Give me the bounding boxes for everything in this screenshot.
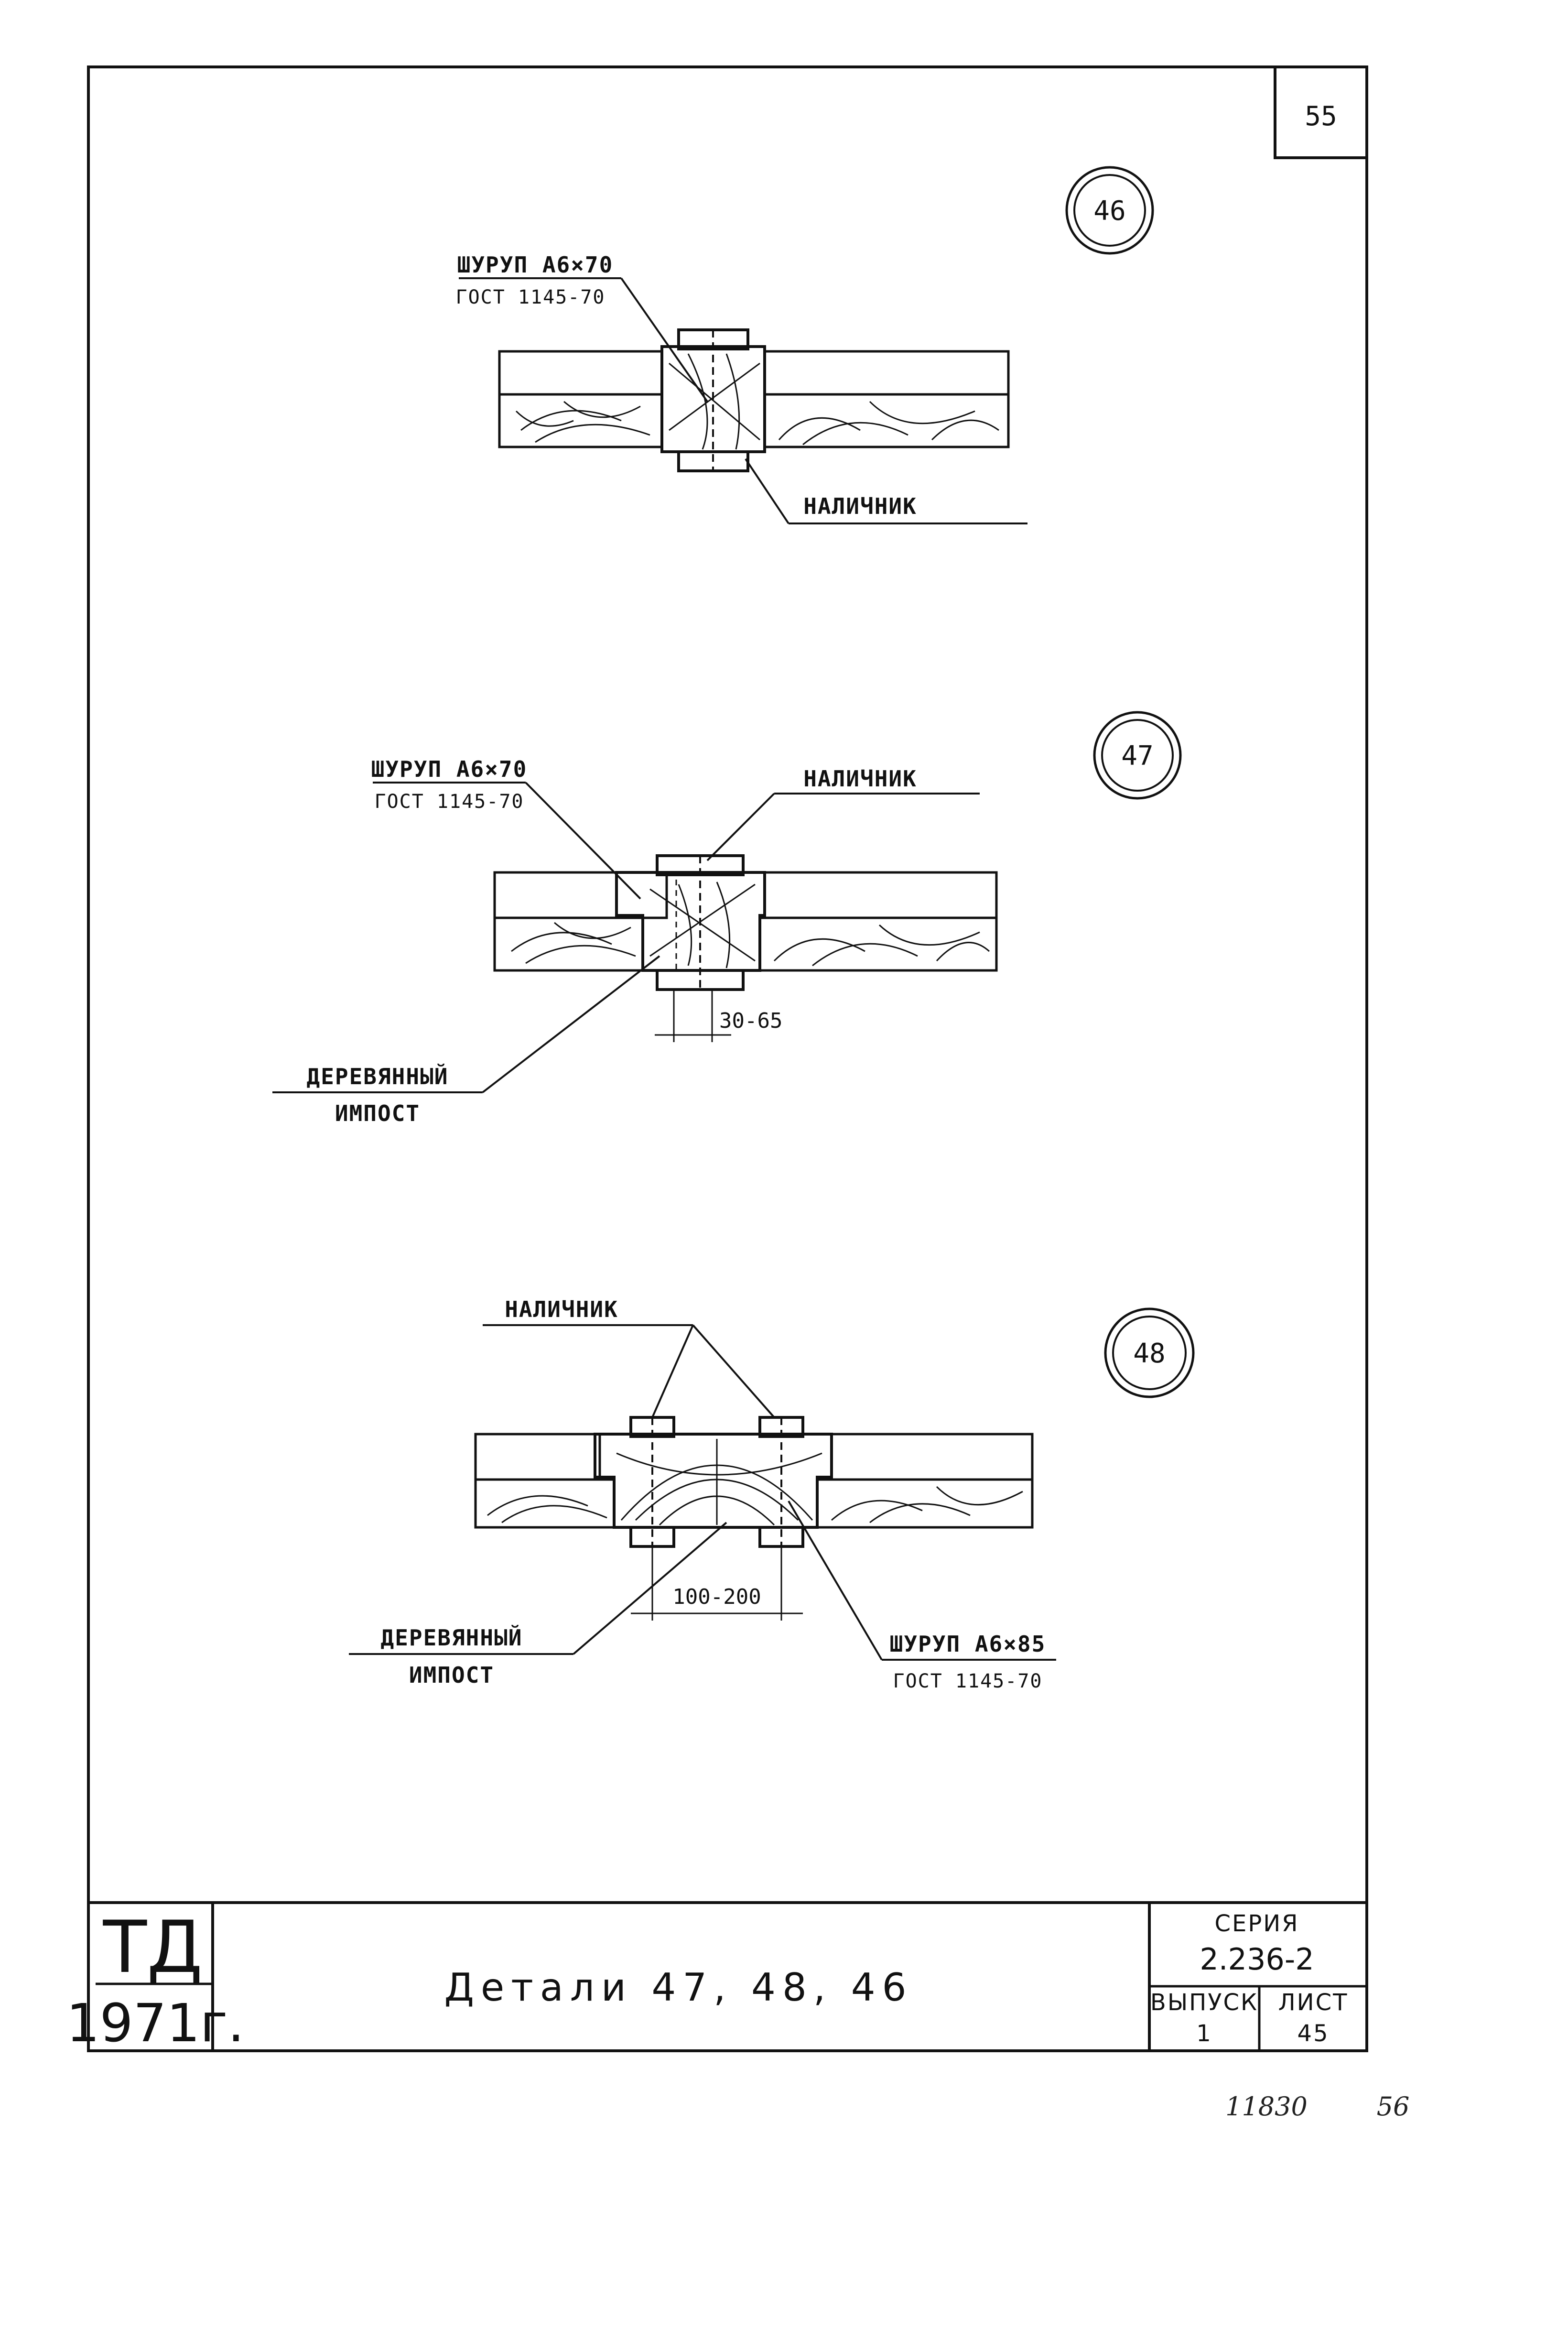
detail-47-mullion <box>615 854 766 991</box>
detail-48-marker: 48 <box>1104 1307 1195 1398</box>
detail-46-screw-gost: ГОСТ 1145-70 <box>456 286 606 308</box>
detail-47-mullion-callout: ДЕРЕВЯННЫЙ ИМПОСТ <box>272 955 660 1126</box>
page-number-box: 55 <box>1274 65 1368 159</box>
detail-48-mullion <box>594 1416 833 1548</box>
detail-47-screw-gost: ГОСТ 1145-70 <box>375 791 524 813</box>
org-mark: ТД <box>103 1906 203 1989</box>
detail-48-trim-callout: НАЛИЧНИК <box>483 1296 775 1418</box>
sheet-label: ЛИСТ <box>1278 1989 1349 2016</box>
detail-48-dimension: 100-200 <box>631 1546 803 1621</box>
drawing-title: Детали 47, 48, 46 <box>444 1965 913 2010</box>
detail-48-left-sash <box>474 1433 616 1529</box>
sheet-border <box>87 65 1368 2052</box>
detail-46-screw-label: ШУРУП А6×70 <box>457 252 614 278</box>
detail-47-screw-callout: ШУРУП А6×70 ГОСТ 1145-70 <box>371 756 641 900</box>
detail-48-right-sash <box>816 1433 1034 1529</box>
detail-46-right-sash <box>763 350 1010 448</box>
footer-page-mark: 56 <box>1377 2091 1410 2122</box>
detail-48-mullion-callout: ДЕРЕВЯННЫЙ ИМПОСТ <box>349 1522 727 1688</box>
detail-48-trim-label: НАЛИЧНИК <box>505 1296 618 1322</box>
detail-48-mullion-label-1: ДЕРЕВЯННЫЙ <box>381 1625 523 1651</box>
page-number: 55 <box>1305 101 1337 132</box>
series-label: СЕРИЯ <box>1214 1910 1299 1937</box>
detail-47-trim-callout: НАЛИЧНИК <box>706 766 980 861</box>
detail-47-right-sash <box>758 871 998 972</box>
detail-48-screw-label: ШУРУП А6×85 <box>890 1631 1046 1657</box>
issue-label: ВЫПУСК <box>1150 1989 1258 2016</box>
detail-47-dimension-value: 30-65 <box>719 1009 782 1033</box>
title-block: ТД 1971г. Детали 47, 48, 46 СЕРИЯ 2.236-… <box>66 1901 1367 2054</box>
detail-47-mullion-label-2: ИМПОСТ <box>335 1100 420 1126</box>
detail-47-number: 47 <box>1121 740 1153 772</box>
detail-46-trim-block <box>660 328 766 472</box>
detail-47-dimension: 30-65 <box>655 990 782 1042</box>
detail-47-mullion-label-1: ДЕРЕВЯННЫЙ <box>307 1064 449 1089</box>
detail-46: 46 ШУРУП А6×70 ГОСТ 1145-70 <box>456 166 1154 524</box>
year: 1971г. <box>66 1992 245 2054</box>
issue-value: 1 <box>1196 2020 1212 2047</box>
detail-47-marker: 47 <box>1093 711 1182 800</box>
detail-46-number: 46 <box>1093 196 1125 227</box>
series-value: 2.236-2 <box>1200 1942 1314 1977</box>
footer-archive-number: 11830 <box>1225 2091 1308 2122</box>
detail-46-screw-callout: ШУРУП А6×70 ГОСТ 1145-70 <box>456 252 708 403</box>
detail-48-mullion-label-2: ИМПОСТ <box>409 1662 494 1688</box>
detail-47: 47 30-65 ШУРУП А6×70 <box>272 711 1182 1126</box>
detail-48-screw-gost: ГОСТ 1145-70 <box>893 1670 1043 1692</box>
detail-48-screw-callout: ШУРУП А6×85 ГОСТ 1145-70 <box>788 1500 1056 1692</box>
detail-48-dimension-value: 100-200 <box>672 1585 761 1609</box>
detail-47-trim-label: НАЛИЧНИК <box>803 766 917 792</box>
detail-46-left-sash <box>498 350 663 448</box>
detail-46-trim-label: НАЛИЧНИК <box>803 493 917 519</box>
detail-47-left-sash <box>493 871 668 972</box>
detail-48-number: 48 <box>1133 1338 1165 1369</box>
detail-46-trim-callout: НАЛИЧНИК <box>745 458 1027 524</box>
detail-48: 48 100-200 <box>349 1296 1195 1692</box>
detail-47-screw-label: ШУРУП А6×70 <box>371 756 528 782</box>
detail-46-marker: 46 <box>1065 166 1154 255</box>
sheet-value: 45 <box>1297 2020 1329 2047</box>
